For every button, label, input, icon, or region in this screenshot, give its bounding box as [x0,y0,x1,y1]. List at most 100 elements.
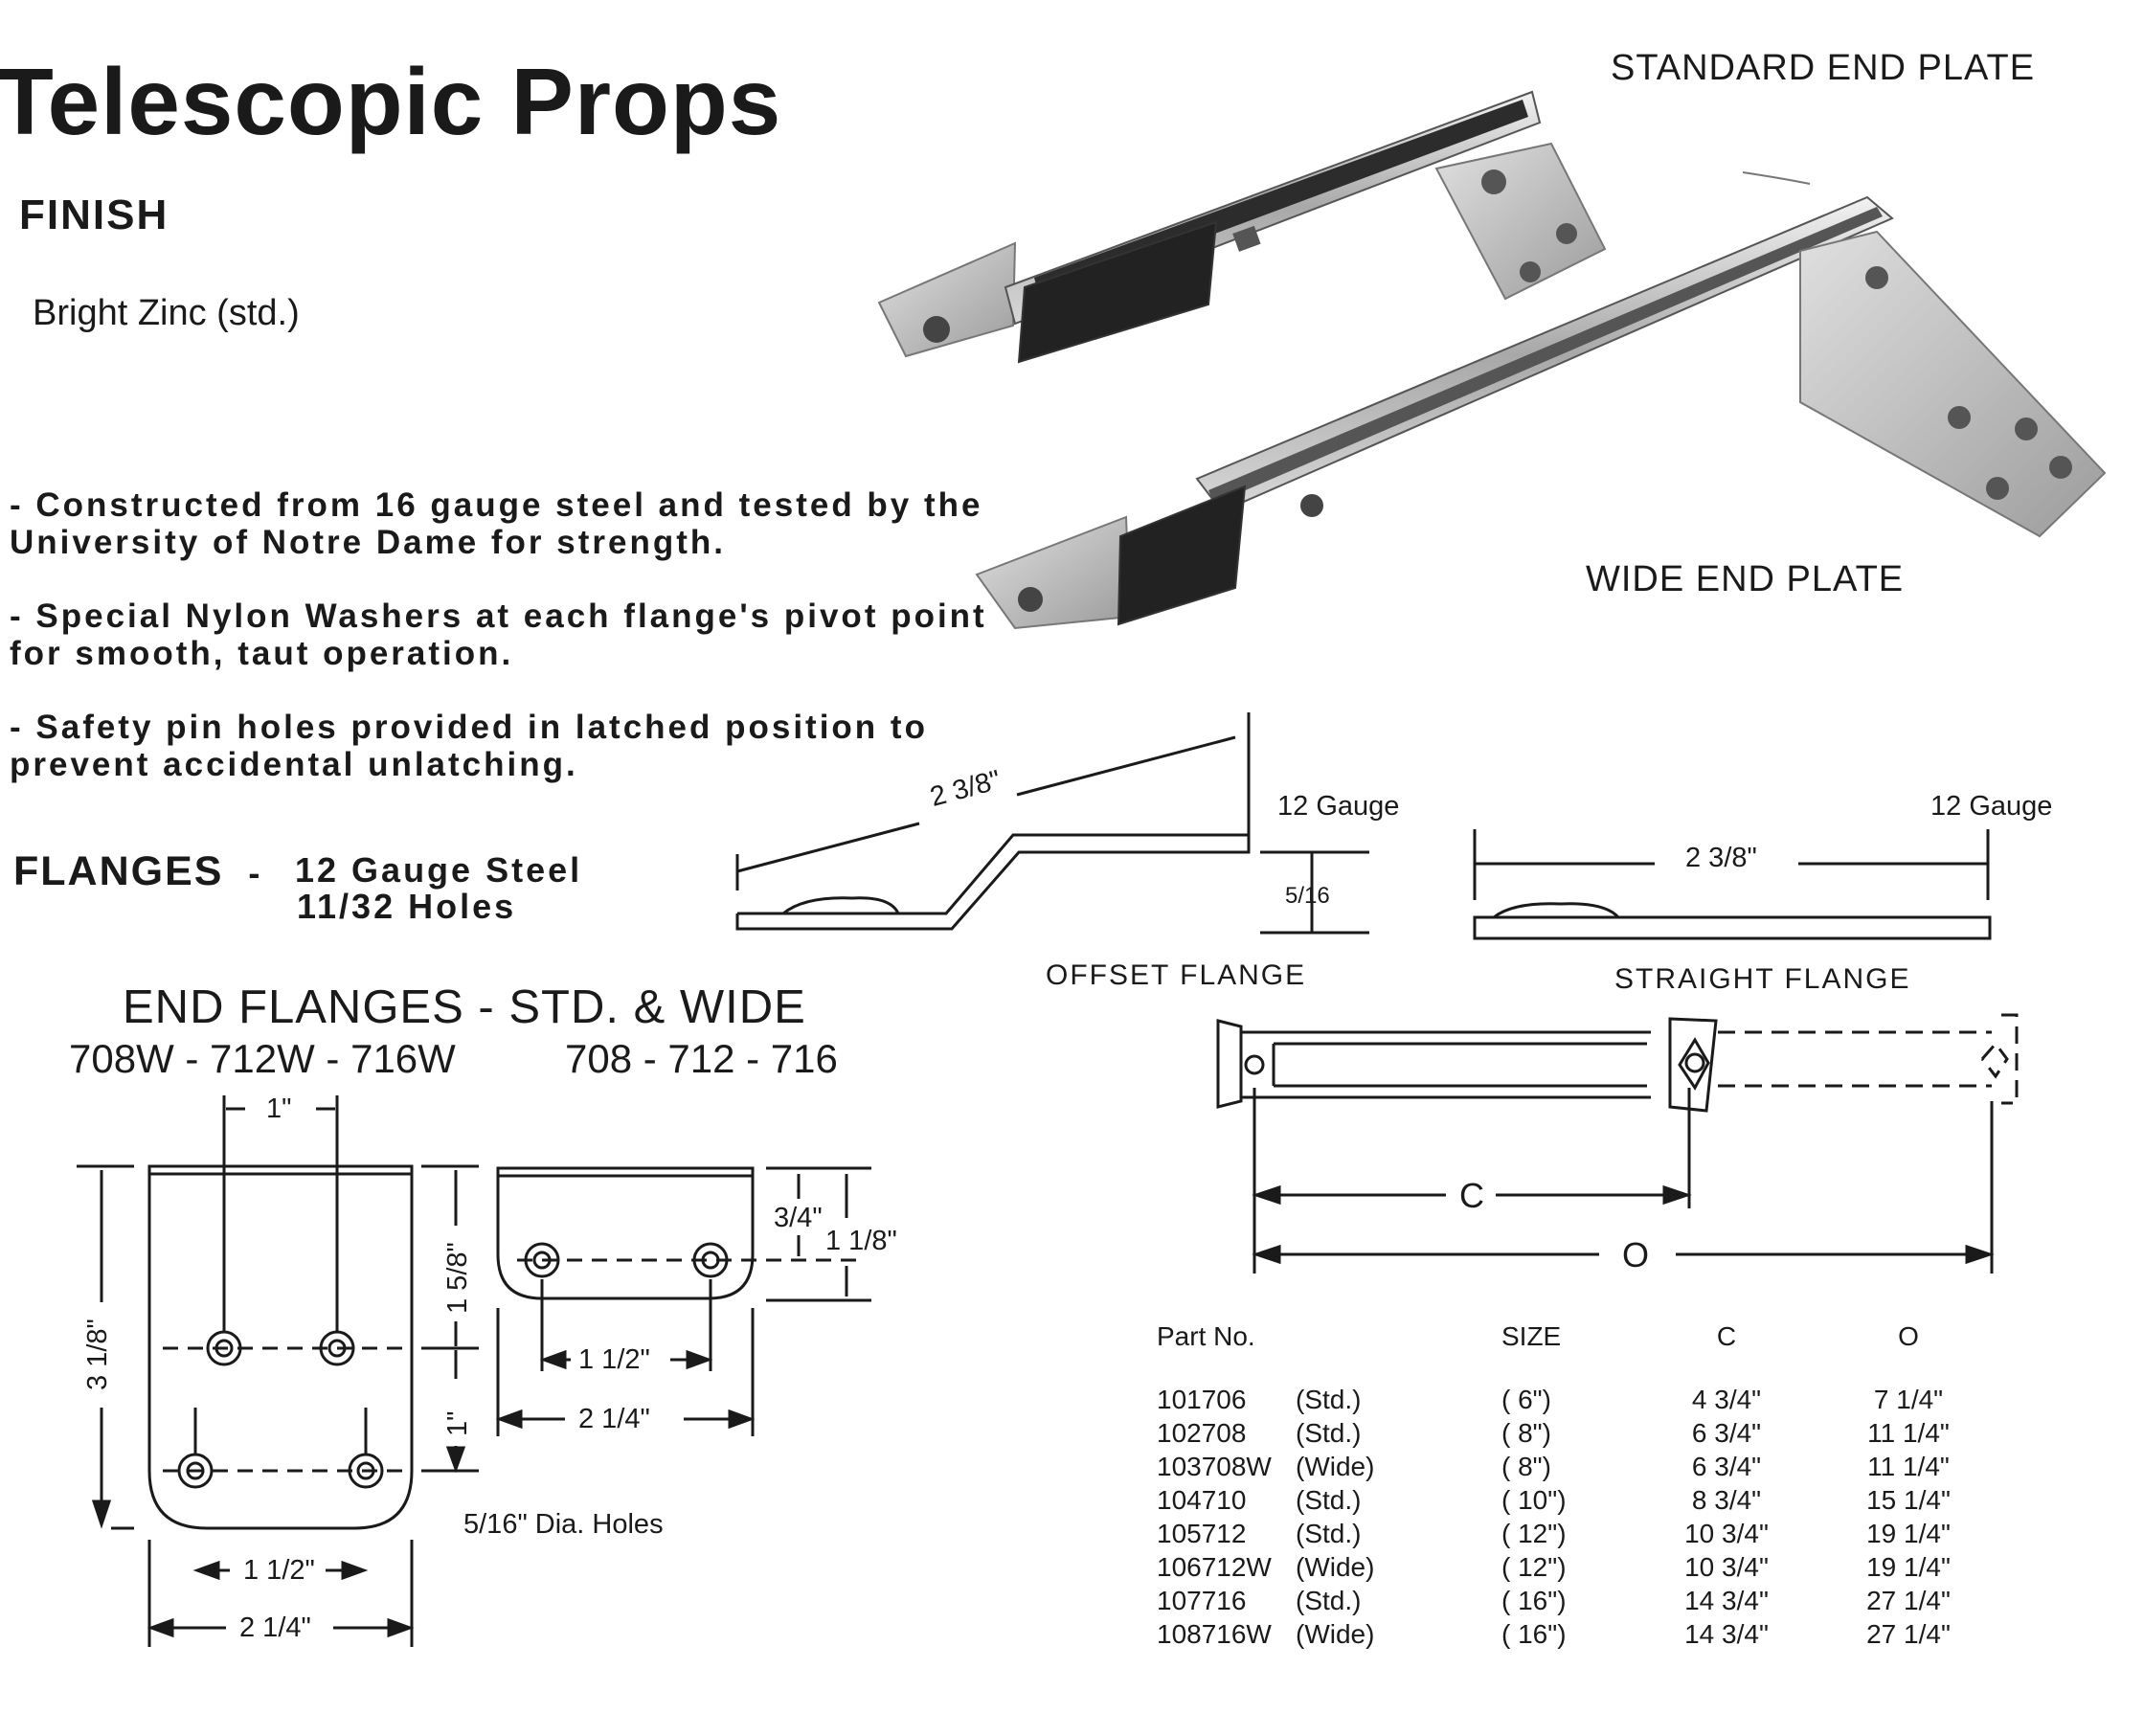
col-size: SIZE [1501,1321,1562,1351]
cell-c: 8 3/4" [1691,1484,1762,1515]
finish-heading: FINISH [19,192,169,238]
cell-type: (Wide) [1296,1451,1375,1481]
cell-o: 19 1/4" [1866,1518,1951,1548]
table-row: 107716 (Std.) ( 16") 14 3/4" 27 1/4" [1157,1584,1999,1617]
cell-c: 6 3/4" [1691,1417,1762,1448]
parts-table: Part No. SIZE C O 101706 (Std.) ( 6") 4 … [1157,1321,1999,1651]
cell-size: ( 16") [1501,1585,1567,1615]
straight-flange-gauge: 12 Gauge [1930,791,2053,822]
cell-size: ( 12") [1501,1551,1567,1582]
feature-item: - Special Nylon Washers at each flange's… [10,597,987,672]
col-o: O [1898,1321,1919,1351]
cell-c: 6 3/4" [1691,1451,1762,1481]
std-dim-top: 3/4" [774,1203,823,1233]
std-dim-total: 1 1/8" [825,1226,897,1256]
cell-part-no: 104710 [1157,1484,1247,1515]
wide-dim-upper: 1 5/8" [442,1242,473,1314]
cell-type: (Wide) [1296,1551,1375,1582]
std-dim-width: 2 1/4" [578,1404,650,1434]
cell-size: ( 16") [1501,1618,1567,1649]
finish-value: Bright Zinc (std.) [33,293,300,333]
feature-list: - Constructed from 16 gauge steel and te… [10,486,1044,820]
std-models: 708 - 712 - 716 [565,1036,838,1081]
table-header-row: Part No. SIZE C O [1157,1321,1999,1383]
page-title: Telescopic Props [0,49,782,154]
table-row: 106712W (Wide) ( 12") 10 3/4" 19 1/4" [1157,1550,1999,1584]
straight-flange-length: 2 3/8" [1685,843,1757,873]
feature-item: - Constructed from 16 gauge steel and te… [10,486,983,561]
offset-flange-gauge: 12 Gauge [1277,791,1400,822]
cell-type: (Wide) [1296,1618,1375,1649]
cell-o: 11 1/4" [1867,1417,1950,1448]
flanges-label: FLANGES [13,848,224,894]
std-dim-holes: 1 1/2" [578,1344,650,1375]
wide-dim-lower: 1" [442,1410,473,1436]
dim-o-label: O [1622,1235,1650,1274]
col-part-no: Part No. [1157,1321,1255,1351]
dim-c-label: C [1459,1176,1484,1215]
flanges-heading: FLANGES - [13,848,261,895]
prop-dimension-drawing [1216,1013,2019,1274]
cell-c: 10 3/4" [1684,1551,1769,1582]
cell-size: ( 8") [1501,1451,1551,1481]
hole-note: 5/16" Dia. Holes [463,1509,664,1540]
offset-flange-caption: OFFSET FLANGE [1046,959,1307,991]
cell-c: 14 3/4" [1684,1618,1769,1649]
cell-o: 15 1/4" [1866,1484,1951,1515]
cell-type: (Std.) [1296,1585,1362,1615]
standard-end-plate-label: STANDARD END PLATE [1611,48,2036,88]
cell-part-no: 107716 [1157,1585,1247,1615]
flanges-spec-gauge: 12 Gauge Steel [295,850,583,890]
wide-models: 708W - 712W - 716W [69,1036,456,1081]
straight-flange-caption: STRAIGHT FLANGE [1614,963,1911,995]
cell-size: ( 8") [1501,1417,1551,1448]
wide-end-plate-photo [975,171,2107,630]
cell-type: (Std.) [1296,1384,1362,1414]
cell-c: 4 3/4" [1691,1384,1762,1414]
cell-o: 7 1/4" [1873,1384,1944,1414]
cell-part-no: 106712W [1157,1551,1272,1582]
table-row: 103708W (Wide) ( 8") 6 3/4" 11 1/4" [1157,1450,1999,1483]
table-row: 105712 (Std.) ( 12") 10 3/4" 19 1/4" [1157,1517,1999,1550]
cell-size: ( 6") [1501,1384,1551,1414]
cell-part-no: 101706 [1157,1384,1247,1414]
cell-size: ( 12") [1501,1518,1567,1548]
straight-flange-drawing [1473,829,1992,940]
wide-dim-width: 2 1/4" [239,1612,311,1643]
wide-end-flange-drawing [77,1095,479,1647]
table-row: 101706 (Std.) ( 6") 4 3/4" 7 1/4" [1157,1383,1999,1416]
cell-type: (Std.) [1296,1417,1362,1448]
cell-part-no: 102708 [1157,1417,1247,1448]
cell-c: 10 3/4" [1684,1518,1769,1548]
col-c: C [1716,1321,1737,1351]
wide-end-plate-label: WIDE END PLATE [1586,559,1905,599]
cell-type: (Std.) [1296,1484,1362,1515]
cell-part-no: 105712 [1157,1518,1247,1548]
col-type [1296,1321,1501,1383]
cell-size: ( 10") [1501,1484,1567,1515]
table-row: 102708 (Std.) ( 8") 6 3/4" 11 1/4" [1157,1416,1999,1450]
wide-dim-holes: 1 1/2" [243,1555,315,1586]
cell-o: 27 1/4" [1866,1618,1951,1649]
table-row: 108716W (Wide) ( 16") 14 3/4" 27 1/4" [1157,1617,1999,1651]
wide-dim-top: 1" [266,1093,292,1124]
cell-c: 14 3/4" [1684,1585,1769,1615]
end-flanges-title: END FLANGES - STD. & WIDE [123,981,806,1033]
cell-part-no: 103708W [1157,1451,1272,1481]
table-row: 104710 (Std.) ( 10") 8 3/4" 15 1/4" [1157,1483,1999,1517]
wide-dim-height: 3 1/8" [82,1319,113,1390]
flanges-spec: 12 Gauge Steel 11/32 Holes [295,852,582,925]
offset-flange-height: 5/16 [1285,883,1330,909]
cell-part-no: 108716W [1157,1618,1272,1649]
cell-o: 27 1/4" [1866,1585,1951,1615]
std-end-flange-drawing [495,1166,871,1436]
offset-flange-drawing [735,712,1369,935]
standard-end-plate-photo [877,90,1607,364]
cell-o: 11 1/4" [1867,1451,1950,1481]
feature-item: - Safety pin holes provided in latched p… [10,709,928,783]
flanges-separator: - [248,853,262,892]
cell-type: (Std.) [1296,1518,1362,1548]
flanges-spec-holes: 11/32 Holes [297,887,517,926]
cell-o: 19 1/4" [1866,1551,1951,1582]
